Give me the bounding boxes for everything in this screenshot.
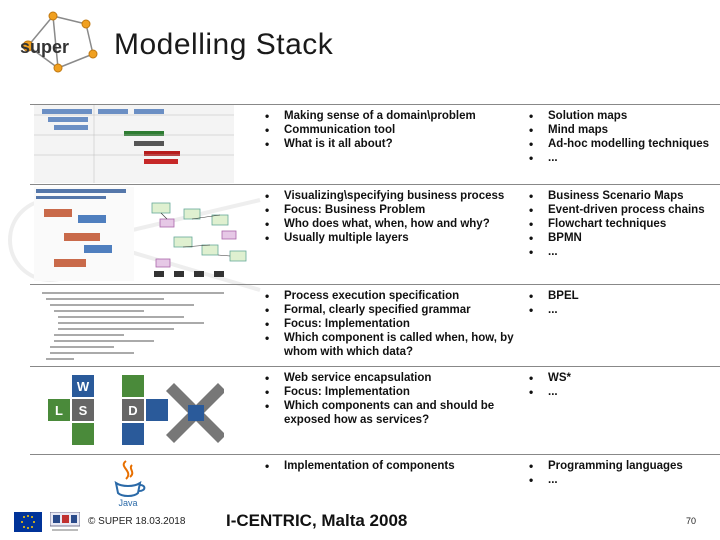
copyright-text: © SUPER 18.03.2018 — [88, 516, 186, 527]
list-item: Implementation of components — [262, 459, 520, 473]
java-logo-text: Java — [118, 498, 137, 508]
list-item: What is it all about? — [262, 137, 520, 151]
row-1-technique-list: Solution maps Mind maps Ad-hoc modelling… — [526, 109, 720, 165]
bpel-code-thumbnail — [42, 292, 224, 360]
list-item: BPMN — [526, 231, 720, 245]
ws-letter-d: D — [128, 403, 137, 418]
list-item: ... — [526, 303, 720, 317]
list-item: ... — [526, 473, 720, 487]
ist-logo-icon — [50, 512, 80, 531]
row-1-description-list: Making sense of a domain\problem Communi… — [262, 109, 520, 151]
list-item: ... — [526, 245, 720, 259]
row-5-description-list: Implementation of components — [262, 459, 520, 473]
row-4-description-list: Web service encapsulation Focus: Impleme… — [262, 371, 520, 427]
row-4-technique-list: WS* ... — [526, 371, 720, 399]
row-5-technique-list: Programming languages ... — [526, 459, 720, 487]
list-item: Which component is called when, how, by … — [262, 331, 520, 359]
slide-title: Modelling Stack — [114, 28, 334, 61]
list-item: Mind maps — [526, 123, 720, 137]
page-number: 70 — [686, 516, 697, 526]
business-process-diagram-thumbnail — [34, 187, 247, 281]
list-item: Process execution specification — [262, 289, 520, 303]
list-item: Which components can and should be expos… — [262, 399, 520, 427]
ws-letter-w: W — [77, 379, 90, 394]
list-item: BPEL — [526, 289, 720, 303]
list-item: Focus: Implementation — [262, 317, 520, 331]
list-item: Event-driven process chains — [526, 203, 720, 217]
list-item: Business Scenario Maps — [526, 189, 720, 203]
eu-flag-icon — [14, 512, 42, 532]
list-item: Usually multiple layers — [262, 231, 520, 245]
stack-row-2: Visualizing\specifying business process … — [30, 184, 720, 284]
list-item: WS* — [526, 371, 720, 385]
stack-row-3: Process execution specification Formal, … — [30, 284, 720, 366]
ws-letter-s: S — [79, 403, 88, 418]
java-logo: Java — [114, 460, 146, 508]
ws-letter-l: L — [55, 403, 63, 418]
list-item: Who does what, when, how and why? — [262, 217, 520, 231]
list-item: Communication tool — [262, 123, 520, 137]
row-3-description-list: Process execution specification Formal, … — [262, 289, 520, 359]
list-item: Visualizing\specifying business process — [262, 189, 520, 203]
conference-name: I-CENTRIC, Malta 2008 — [226, 511, 408, 530]
slide-footer: © SUPER 18.03.2018 I-CENTRIC, Malta 2008… — [0, 506, 720, 540]
list-item: Web service encapsulation — [262, 371, 520, 385]
stack-row-5: Java Implementation of components Progra… — [30, 454, 720, 508]
stack-row-4: W L S D Web service encapsulation Focus:… — [30, 366, 720, 454]
list-item: Formal, clearly specified grammar — [262, 303, 520, 317]
list-item: Ad-hoc modelling techniques — [526, 137, 720, 151]
list-item: Making sense of a domain\problem — [262, 109, 520, 123]
list-item: Focus: Business Problem — [262, 203, 520, 217]
list-item: Solution maps — [526, 109, 720, 123]
row-2-technique-list: Business Scenario Maps Event-driven proc… — [526, 189, 720, 259]
row-3-technique-list: BPEL ... — [526, 289, 720, 317]
list-item: ... — [526, 151, 720, 165]
stack-row-1: Making sense of a domain\problem Communi… — [30, 104, 720, 184]
list-item: Focus: Implementation — [262, 385, 520, 399]
list-item: ... — [526, 385, 720, 399]
logo-text: super — [20, 37, 69, 57]
solution-map-thumbnail — [34, 105, 234, 183]
slide-header: super Modelling Stack — [0, 0, 720, 80]
list-item: Programming languages — [526, 459, 720, 473]
ws-logos-thumbnail: W L S D — [48, 375, 224, 445]
list-item: Flowchart techniques — [526, 217, 720, 231]
row-2-description-list: Visualizing\specifying business process … — [262, 189, 520, 245]
super-logo: super — [20, 11, 98, 73]
